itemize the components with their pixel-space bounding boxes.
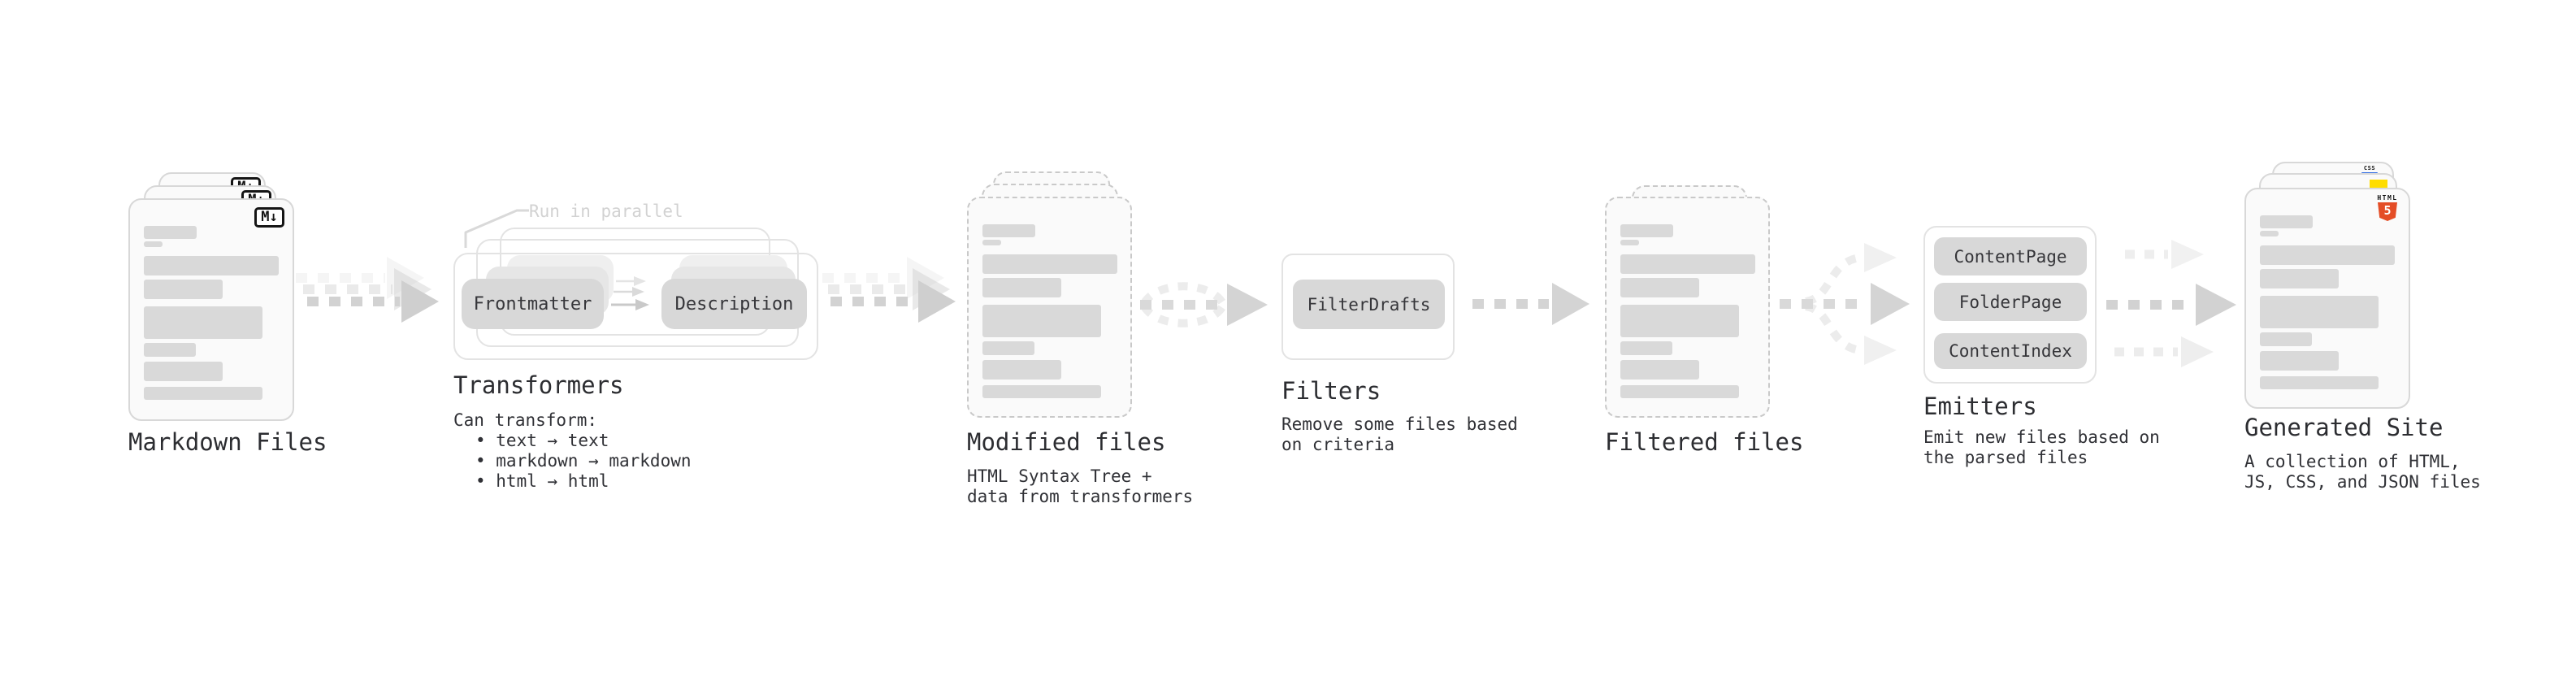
transformers-bullet: • html → html <box>475 471 609 491</box>
frontmatter-transformer-pill: Frontmatter <box>462 279 604 329</box>
run-in-parallel-note: Run in parallel <box>529 202 683 221</box>
transformers-label: Transformers <box>453 371 624 399</box>
filters-description: Remove some files based on criteria <box>1281 414 1518 455</box>
transformers-description: Can transform: • text → text • markdown … <box>453 410 692 492</box>
filtered-files-label: Filtered files <box>1605 428 1804 456</box>
markdown-file-card-front: M↓ <box>128 198 294 421</box>
arrow-markdown-to-transformers <box>296 257 439 323</box>
arrow-filtered-to-emitters <box>1780 243 1910 365</box>
folderpage-emitter-pill: FolderPage <box>1934 283 2087 321</box>
filters-label: Filters <box>1281 377 1381 405</box>
emitters-desc-line: the parsed files <box>1923 448 2088 467</box>
emitters-description: Emit new files based on the parsed files <box>1923 427 2160 468</box>
generated-site-label: Generated Site <box>2244 414 2444 441</box>
contentindex-emitter-pill: ContentIndex <box>1934 333 2087 369</box>
html5-icon: HTML 5 <box>2375 194 2400 221</box>
emitters-desc-line: Emit new files based on <box>1923 427 2160 447</box>
description-transformer-pill: Description <box>661 279 807 329</box>
file-content-skeleton <box>1607 198 1768 416</box>
filterdrafts-pill: FilterDrafts <box>1293 280 1445 329</box>
emitters-box <box>1923 226 2097 384</box>
markdown-files-label: Markdown Files <box>128 428 327 456</box>
generated-desc-line: A collection of HTML, <box>2244 452 2461 471</box>
arrow-emitters-to-generated <box>2106 240 2236 367</box>
arrow-filters-to-filtered <box>1472 283 1589 325</box>
transformers-bullet: • text → text <box>475 431 609 450</box>
html5-icon-word: HTML <box>2377 194 2398 202</box>
markdown-icon: M↓ <box>254 207 284 228</box>
filtered-file-card-front <box>1605 197 1770 418</box>
filters-desc-line: Remove some files based <box>1281 414 1518 434</box>
emitters-label: Emitters <box>1923 393 2037 420</box>
transformers-desc-heading: Can transform: <box>453 410 598 430</box>
file-content-skeleton <box>2246 189 2409 407</box>
transformer-run-box-front <box>453 253 818 360</box>
arrow-modified-to-filters <box>1140 282 1268 327</box>
generated-html-file-card: HTML 5 <box>2244 188 2410 409</box>
generated-desc-line: JS, CSS, and JSON files <box>2244 472 2481 492</box>
file-content-skeleton <box>130 200 293 419</box>
file-content-skeleton <box>969 198 1130 416</box>
filters-desc-line: on criteria <box>1281 435 1395 454</box>
css-icon-label: CSS <box>2363 165 2376 171</box>
modified-files-description: HTML Syntax Tree + data from transformer… <box>967 466 1193 507</box>
generated-site-description: A collection of HTML, JS, CSS, and JSON … <box>2244 452 2481 492</box>
modified-desc-line: data from transformers <box>967 487 1194 506</box>
html5-icon-shield: 5 <box>2378 202 2397 221</box>
arrow-transformers-to-modified <box>822 257 956 323</box>
modified-desc-line: HTML Syntax Tree + <box>967 466 1152 486</box>
contentpage-emitter-pill: ContentPage <box>1934 237 2087 275</box>
transformers-bullet: • markdown → markdown <box>475 451 692 471</box>
filters-box <box>1281 254 1455 360</box>
modified-files-label: Modified files <box>967 428 1166 456</box>
modified-file-card-front <box>967 197 1132 418</box>
